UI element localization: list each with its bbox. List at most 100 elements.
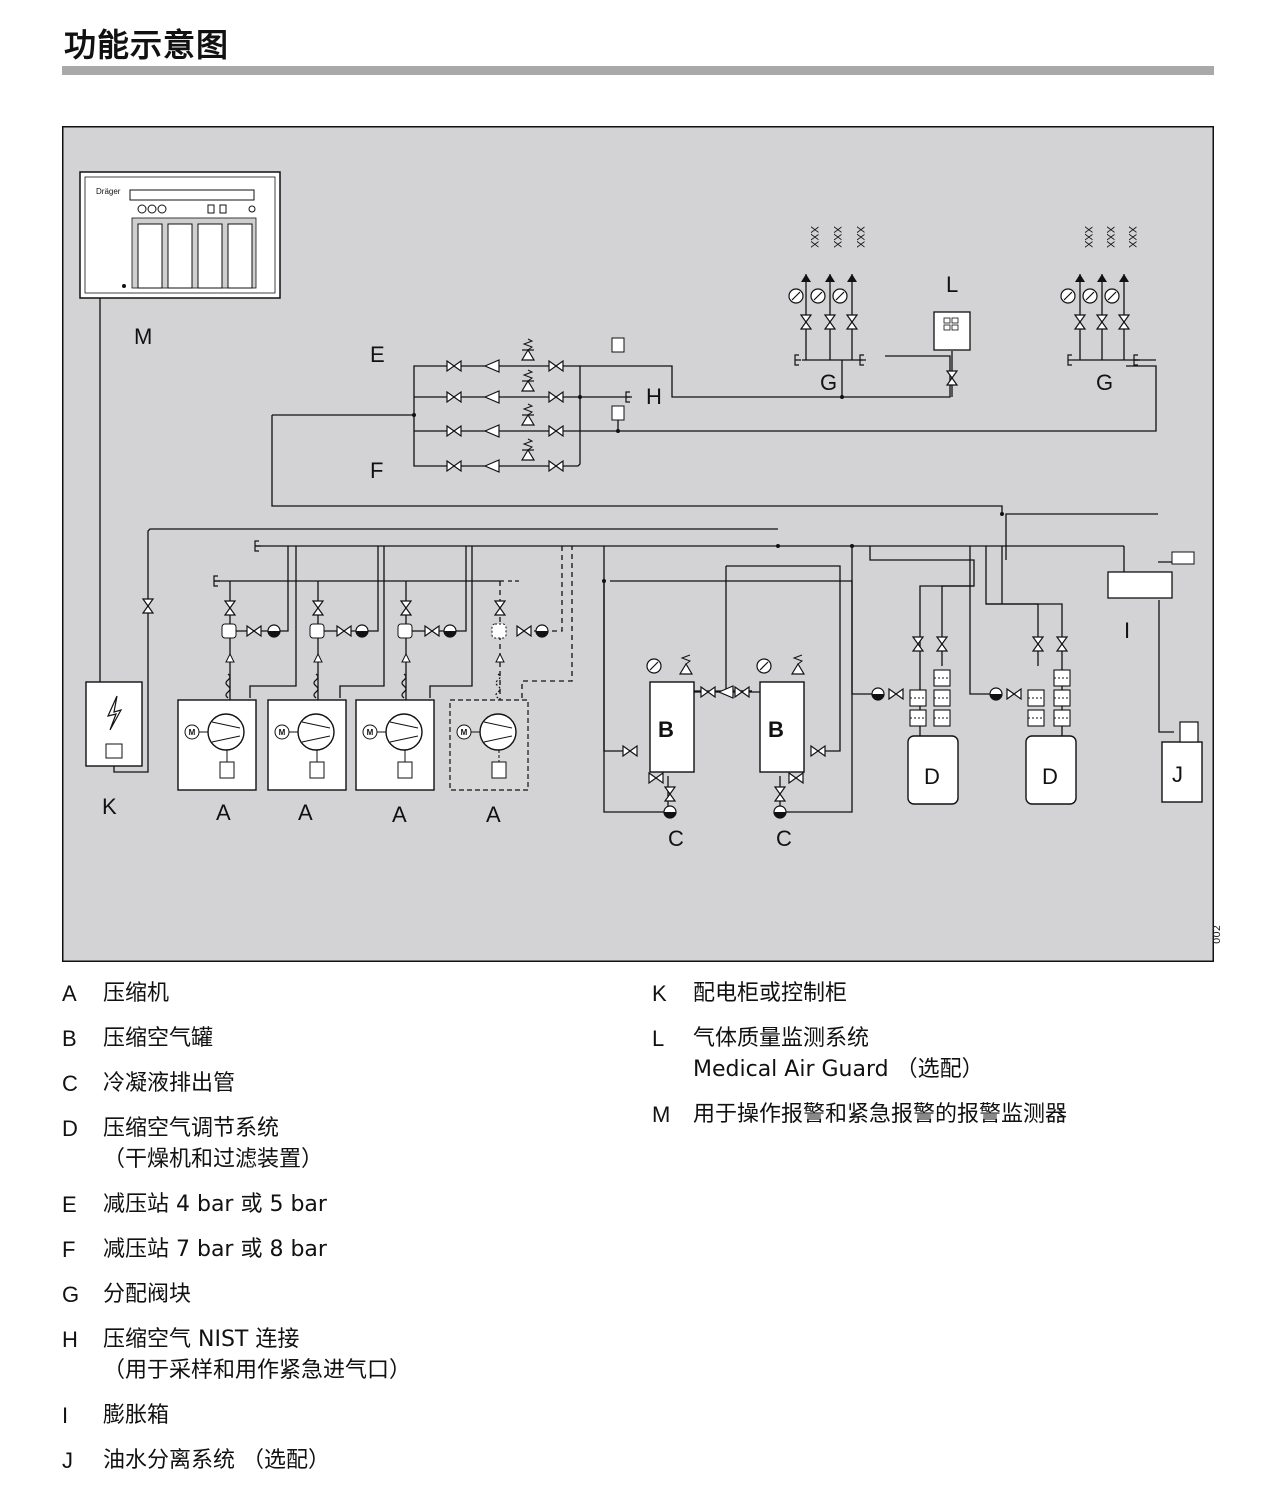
alarm-monitor: Dräger: [79, 171, 281, 299]
legend-text: 减压站 7 bar 或 8 bar: [103, 1237, 327, 1262]
legend-item: G 分配阀块: [62, 1279, 622, 1310]
label-K: K: [102, 794, 117, 819]
distribution-block-left: [788, 274, 867, 366]
legend-key: L: [652, 1026, 665, 1051]
arrow-up-icon: [801, 274, 857, 282]
compressor-icon: [479, 713, 517, 751]
svg-text:M: M: [461, 728, 468, 737]
legend-text: 油水分离系统 （选配）: [103, 1448, 330, 1473]
legend-key: J: [62, 1448, 73, 1473]
legend-text: 压缩空气罐: [103, 1026, 214, 1051]
legend-key: D: [62, 1116, 78, 1141]
compressor-icon: [297, 713, 335, 751]
label-E: E: [370, 342, 385, 367]
diagram-labels: M E F H L G G I K A A A A C C B B D D J: [102, 272, 1183, 851]
outlet-markers: XXX XXX XXX XXX XXX XXX: [808, 226, 1138, 249]
legend-key: M: [652, 1102, 671, 1127]
legend-text: 膨胀箱: [103, 1403, 170, 1428]
legend-item: A 压缩机: [62, 978, 622, 1009]
legend-text: 分配阀块: [103, 1282, 192, 1307]
expansion-tank: [1107, 571, 1173, 599]
compressor-fittings: [225, 673, 501, 699]
regulator-station: [446, 337, 633, 473]
legend-key: E: [62, 1192, 77, 1217]
legend-item: D 压缩空气调节系统 （干燥机和过滤装置）: [62, 1113, 622, 1175]
legend-key: G: [62, 1282, 80, 1307]
outlet-marker: XXX: [1082, 226, 1094, 249]
legend-key: F: [62, 1237, 76, 1262]
schematic-svg: Dräger M M: [62, 126, 1214, 962]
legend-text: 冷凝液排出管: [103, 1071, 236, 1096]
legend-key: B: [62, 1026, 77, 1051]
lightning-icon: [106, 695, 123, 731]
legend-item: J 油水分离系统 （选配）: [62, 1445, 622, 1476]
air-tank-2: [759, 681, 805, 773]
legend-item: C 冷凝液排出管: [62, 1068, 622, 1099]
legend-text: 压缩空气调节系统: [103, 1116, 280, 1141]
legend-item: I 膨胀箱: [62, 1400, 622, 1431]
label-I: I: [1124, 618, 1130, 643]
label-L: L: [946, 272, 958, 297]
control-cabinet: [85, 681, 143, 767]
conditioning-system-1: [871, 636, 959, 805]
level-indicator: [1171, 551, 1195, 565]
label-C: C: [776, 826, 792, 851]
legend-text: 减压站 4 bar 或 5 bar: [103, 1192, 327, 1217]
outlet-marker: XXX: [854, 226, 866, 249]
junction-dots: [412, 395, 1004, 583]
legend-text: 压缩空气 NIST 连接: [103, 1327, 300, 1352]
control-line: [113, 528, 778, 773]
legend-key: H: [62, 1327, 78, 1352]
outlet-marker: XXX: [831, 226, 843, 249]
figure-code: 002: [1212, 924, 1223, 944]
outlet-marker: XXX: [808, 226, 820, 249]
label-M: M: [134, 324, 152, 349]
compressor-icon: [385, 713, 423, 751]
svg-text:Dräger: Dräger: [96, 187, 121, 196]
legend-text: 用于操作报警和紧急报警的报警监测器: [693, 1102, 1068, 1127]
legend-text: 配电柜或控制柜: [693, 981, 848, 1006]
title-rule: [62, 66, 1214, 75]
legend-note: （用于采样和用作紧急进气口）: [103, 1358, 412, 1383]
outlet-marker: XXX: [1126, 226, 1138, 249]
label-J: J: [1172, 762, 1183, 787]
label-H: H: [646, 384, 662, 409]
svg-text:M: M: [279, 728, 286, 737]
legend-key: I: [62, 1403, 69, 1428]
label-G: G: [1096, 370, 1113, 395]
compressor-1: M: [177, 699, 257, 791]
legend-item: E 减压站 4 bar 或 5 bar: [62, 1189, 622, 1220]
outlet-marker: XXX: [1104, 226, 1116, 249]
legend-key: K: [652, 981, 667, 1006]
label-A: A: [392, 802, 407, 827]
arrow-up-icon: [1075, 274, 1129, 282]
legend-text: 气体质量监测系统: [693, 1026, 870, 1051]
label-C: C: [668, 826, 684, 851]
compressor-icon: [207, 713, 245, 751]
label-B: B: [658, 717, 674, 742]
page-title: 功能示意图: [64, 26, 230, 64]
legend-item: K 配电柜或控制柜: [652, 978, 1212, 1009]
compressor-3: M: [355, 699, 435, 791]
label-B: B: [768, 717, 784, 742]
label-D: D: [924, 764, 940, 789]
legend-text: 压缩机: [103, 981, 170, 1006]
legend-key: C: [62, 1071, 78, 1096]
label-D: D: [1042, 764, 1058, 789]
legend-key: A: [62, 981, 77, 1006]
svg-text:M: M: [189, 728, 196, 737]
compressor-optional: M: [449, 699, 529, 791]
label-F: F: [370, 458, 383, 483]
oil-water-separator: [1161, 721, 1203, 803]
label-G: G: [820, 370, 837, 395]
legend-note: （干燥机和过滤装置）: [103, 1147, 324, 1172]
schematic-diagram: Dräger M M: [62, 126, 1214, 962]
svg-text:M: M: [367, 728, 374, 737]
label-A: A: [486, 802, 501, 827]
gas-quality-monitor: [933, 311, 971, 386]
dryer-filter-icons: [221, 623, 507, 639]
distribution-block-right: [1060, 274, 1141, 366]
